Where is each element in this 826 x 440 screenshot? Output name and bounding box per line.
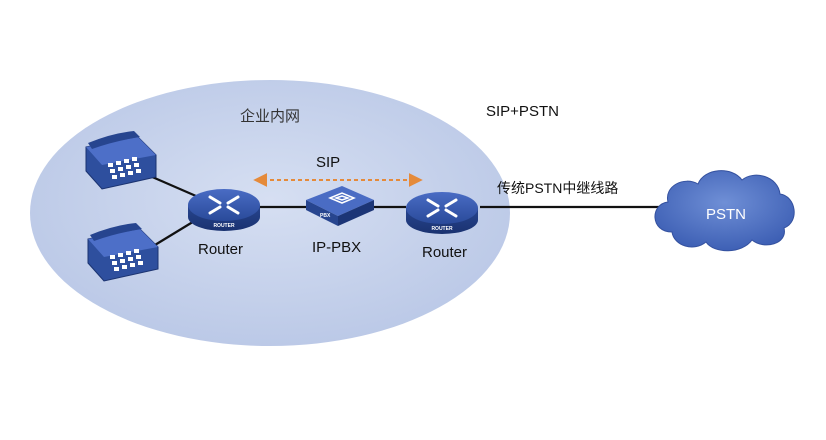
link-phone1-router (149, 174, 197, 198)
router-badge-left: ROUTER (213, 223, 235, 229)
router-left-caption: Router (198, 241, 243, 258)
cloud-icon (654, 170, 795, 252)
enterprise-lan-area (30, 80, 510, 346)
phone-icon (87, 223, 159, 282)
pbx-caption: IP-PBX (312, 239, 361, 256)
pbx-device: PBX (306, 186, 374, 226)
links (149, 174, 660, 249)
router-right: ROUTER (406, 192, 478, 234)
pbx-icon (328, 192, 356, 204)
router-icon (188, 189, 260, 221)
router-right-caption: Router (422, 244, 467, 261)
router-left: ROUTER (188, 189, 260, 231)
sip-pstn-label: SIP+PSTN (486, 103, 559, 120)
trunk-label: 传统PSTN中继线路 (497, 180, 618, 196)
pbx-badge: PBX (320, 213, 331, 219)
sip-label: SIP (316, 154, 340, 171)
router-icon (406, 192, 478, 224)
pstn-label: PSTN (706, 206, 746, 223)
link-phone2-router (149, 219, 197, 249)
router-badge-right: ROUTER (431, 226, 453, 232)
phone-icon (85, 131, 157, 190)
pstn-cloud: PSTN (654, 170, 795, 252)
lan-label: 企业内网 (240, 107, 300, 125)
